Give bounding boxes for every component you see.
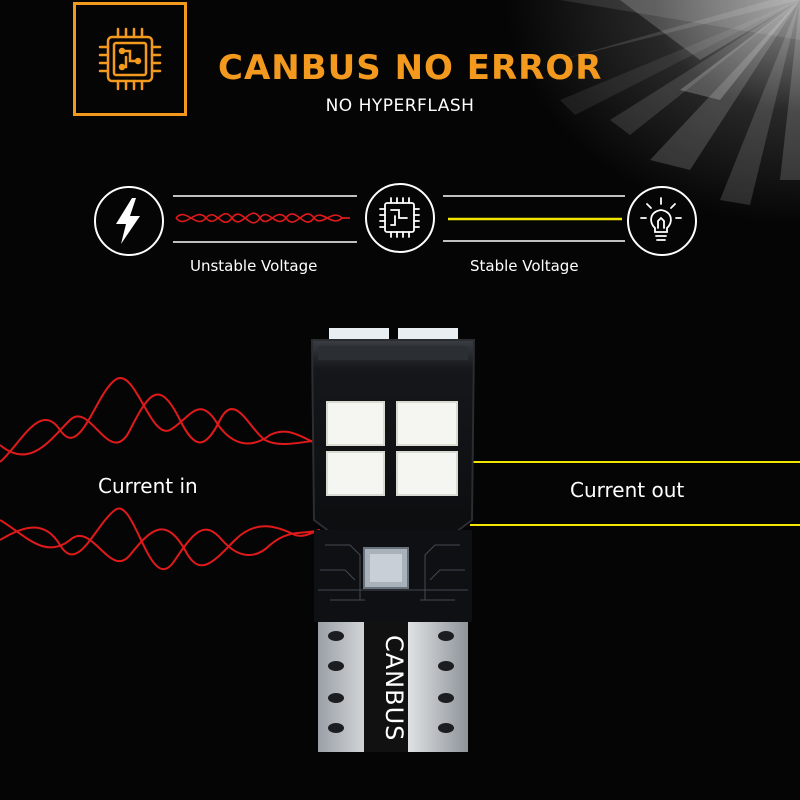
current-in-label: Current in [98, 474, 198, 498]
chip-circle [365, 183, 435, 253]
unstable-voltage-label: Unstable Voltage [190, 257, 318, 275]
lightbulb-circle [627, 186, 697, 256]
lightbulb-icon [640, 197, 682, 241]
front-led [326, 451, 385, 496]
front-led [326, 401, 385, 446]
chip-icon [379, 197, 420, 238]
front-led [396, 401, 458, 446]
stable-voltage-label: Stable Voltage [470, 257, 579, 275]
subheadline: NO HYPERFLASH [325, 96, 475, 116]
chip-icon [98, 27, 162, 91]
front-led [396, 451, 458, 496]
bulb-canbus-print: CANBUS [380, 634, 408, 742]
lightning-circle [94, 186, 164, 256]
chip-badge [73, 2, 187, 116]
current-out-label: Current out [570, 478, 685, 502]
lightning-icon [116, 198, 140, 244]
headline: CANBUS NO ERROR [218, 48, 603, 88]
